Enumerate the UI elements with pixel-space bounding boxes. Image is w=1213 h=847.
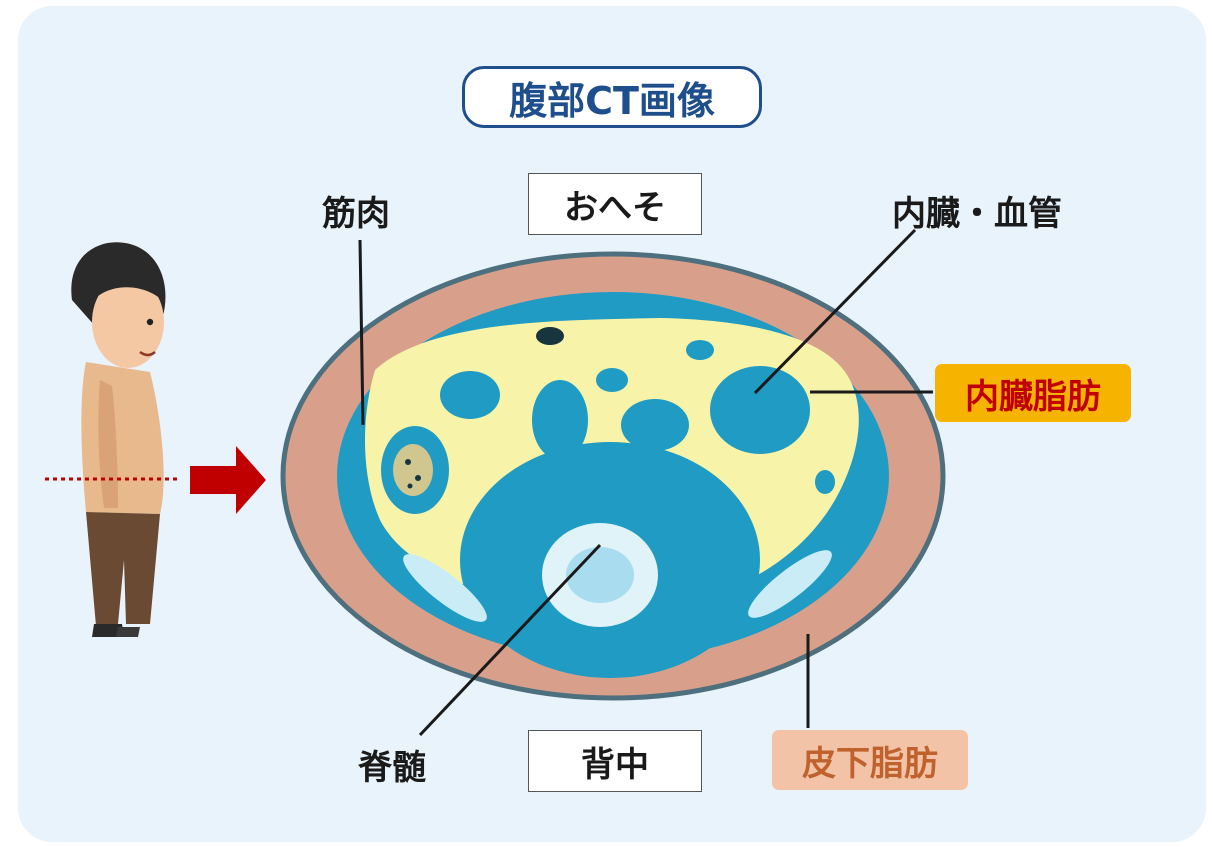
label-navel: おへそ (528, 173, 702, 235)
label-back: 背中 (528, 730, 702, 792)
label-muscle: 筋肉 (322, 194, 390, 234)
label-organs-vessels: 内臓・血管 (892, 194, 1062, 234)
page-title: 腹部CT画像 (462, 66, 762, 128)
right-arrow-icon (190, 446, 266, 514)
label-subcutaneous-fat: 皮下脂肪 (772, 730, 968, 790)
ct-scan-image (280, 251, 946, 701)
label-spinal-cord: 脊髄 (358, 748, 426, 788)
leader-lines (358, 228, 933, 737)
person-illustration (71, 242, 166, 637)
label-visceral-fat: 内臓脂肪 (935, 364, 1131, 422)
